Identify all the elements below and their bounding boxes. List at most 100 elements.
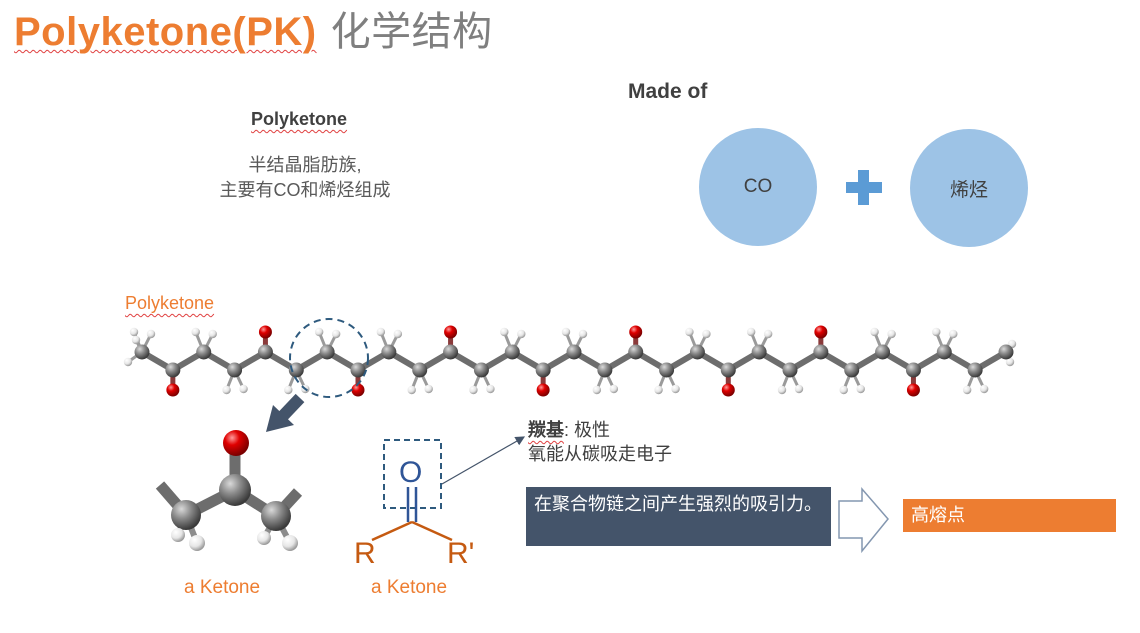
hydrogen-atom (685, 327, 694, 337)
carbon-atom (936, 344, 952, 360)
polyketone-desc-line1: 半结晶脂肪族, (248, 155, 362, 175)
oxygen-atom (814, 325, 828, 339)
co-circle: CO (699, 128, 817, 246)
olefin-circle: 烯烃 (910, 129, 1028, 247)
hydrogen-atom (123, 357, 133, 367)
oxygen-atom (444, 325, 458, 339)
oxygen-atom (536, 383, 550, 397)
page-title: Polyketone(PK)化学结构 (14, 6, 493, 58)
hydrogen-atom (949, 329, 958, 339)
hydrogen-atom (222, 385, 231, 395)
chain-bonds (127, 331, 1014, 391)
carbon-atom (967, 362, 983, 378)
hydrogen-atom (932, 327, 941, 337)
hydrogen-atom (887, 329, 896, 339)
hydrogen-atom (284, 385, 293, 395)
hydrogen-atom (191, 327, 200, 337)
carbon-atom (597, 362, 613, 378)
carbon-atom (412, 362, 428, 378)
hydrogen-atom (517, 329, 526, 339)
zoom-circle (289, 318, 369, 398)
hydrogen-atom (314, 327, 324, 337)
carbon-atom (288, 362, 304, 378)
hydrogen-atom (592, 385, 602, 395)
carbon-atom (844, 362, 860, 378)
hydrogen-atom (777, 385, 787, 395)
carbon-atom (381, 344, 397, 360)
hydrogen-atom (561, 327, 571, 337)
hydrogen-atom (702, 329, 711, 339)
carbon-atom (720, 362, 736, 378)
hydrogen-atom (129, 327, 139, 337)
result-arrow-icon (838, 486, 889, 554)
carbonyl-dashed-box (383, 439, 442, 509)
formula-oxygen: O (399, 456, 422, 489)
hydrogen-atom (500, 327, 509, 337)
carbon-atom (257, 344, 273, 360)
carbon-atom (350, 362, 366, 378)
polyketone-description: 半结晶脂肪族, 主要有CO和烯烃组成 (180, 153, 430, 203)
hydrogen-atom (654, 385, 663, 395)
carbon-atom (628, 344, 644, 360)
carbonyl-note: 羰基: 极性 氧能从碳吸走电子 (528, 418, 672, 466)
hydrogen-atom (671, 384, 680, 394)
hydrogen-atom (407, 385, 416, 395)
carbon-atom (782, 362, 798, 378)
oxygen-atom (721, 383, 735, 397)
carbon-atom (875, 344, 891, 360)
result-box: 高熔点 (903, 499, 1116, 532)
carbon-atom (319, 344, 335, 360)
oxygen-atom (258, 325, 272, 339)
oxygen-atom (629, 325, 643, 339)
hydrogen-atom (486, 384, 495, 394)
ketone-ball-model (155, 430, 303, 551)
chain-label: Polyketone (125, 293, 215, 313)
polymer-chain (123, 325, 1017, 397)
carbon-atom (813, 344, 829, 360)
hydrogen-atom (146, 329, 156, 339)
carbon-atom (659, 362, 675, 378)
hydrogen-atom (393, 329, 403, 339)
hydrogen-atom (239, 384, 248, 394)
carbon-atom (134, 344, 150, 360)
carbonyl-term: 羰基 (528, 420, 564, 440)
oxygen-atom (351, 383, 365, 397)
oxygen-atom (166, 383, 180, 397)
ketone-formula-label: a Ketone (371, 577, 448, 598)
carbon-atom (165, 362, 181, 378)
carbon-atom (905, 362, 921, 378)
hydrogen-atom (208, 329, 217, 339)
attraction-box: 在聚合物链之间产生强烈的吸引力。 (526, 487, 831, 546)
carbonyl-property: : 极性 (564, 420, 611, 440)
plus-icon (858, 170, 869, 205)
carbonyl-explanation: 氧能从碳吸走电子 (528, 444, 672, 464)
carbon-atom (535, 362, 551, 378)
polyketone-desc-line2: 主要有CO和烯烃组成 (219, 180, 391, 200)
hydrogen-atom (1005, 357, 1015, 367)
ketone-formula: O R R' (354, 439, 474, 570)
hydrogen-atom (763, 329, 773, 339)
hydrogen-atom (376, 327, 386, 337)
hydrogen-atom (962, 385, 972, 395)
hydrogen-atom (839, 385, 848, 395)
polyketone-heading: Polyketone (251, 109, 348, 129)
title-chinese: 化学结构 (330, 9, 493, 55)
hydrogen-atom (870, 327, 879, 337)
chain-atoms (123, 325, 1017, 397)
hydrogen-atom (424, 384, 433, 394)
formula-r-group: R (354, 537, 376, 570)
hydrogen-atom (469, 385, 478, 395)
co-circle-label: CO (743, 176, 773, 197)
hydrogen-atom (331, 329, 341, 339)
carbon-atom (473, 362, 489, 378)
hydrogen-atom (979, 384, 989, 394)
olefin-circle-label: 烯烃 (949, 179, 988, 201)
zoom-arrow-icon (266, 393, 305, 432)
carbonyl-pointer-arrow (441, 436, 526, 485)
formula-r-prime-group: R' (447, 537, 474, 570)
carbon-atom (504, 344, 520, 360)
made-of-label: Made of (628, 80, 708, 103)
carbon-atom (227, 362, 243, 378)
carbon-atom (751, 344, 767, 360)
